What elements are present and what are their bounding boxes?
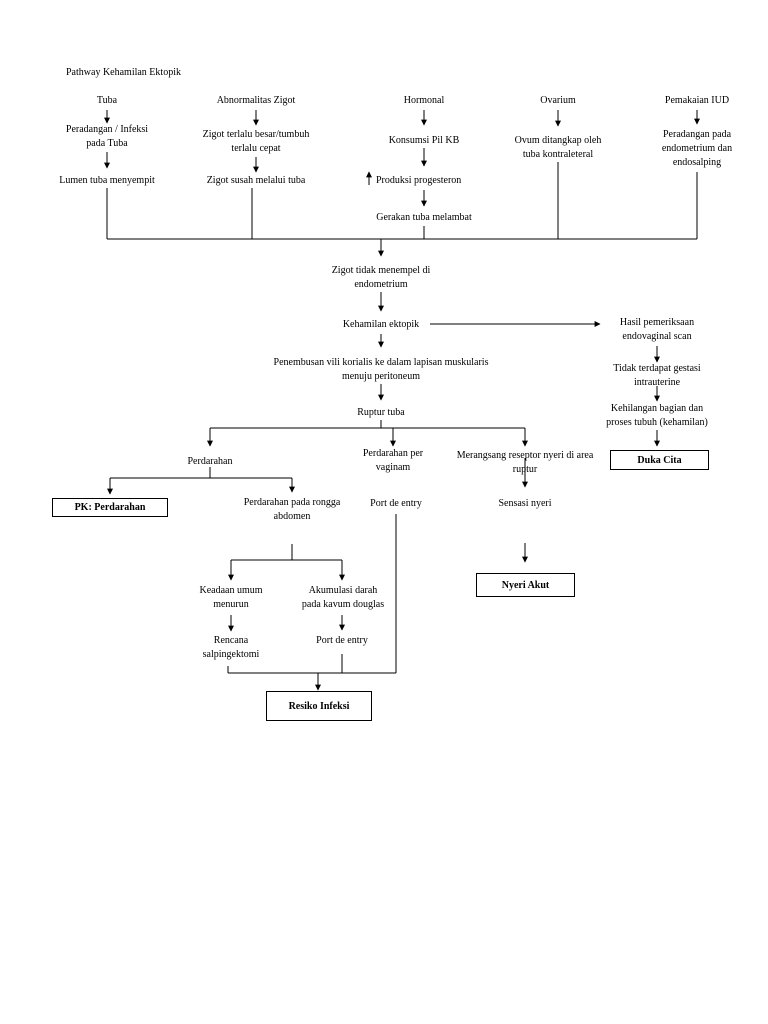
port-de-entry-abdomen: Port de entry [316, 635, 368, 646]
port-de-entry-vaginam: Port de entry [370, 498, 422, 509]
zigot-susah: Zigot susah melalui tuba [206, 175, 306, 186]
page-title: Pathway Kehamilan Ektopik [66, 67, 181, 78]
konsumsi-pil-kb: Konsumsi Pil KB [388, 135, 460, 146]
sensasi-nyeri: Sensasi nyeri [498, 498, 552, 509]
keadaan-umum: Keadaan umum menurun [199, 585, 263, 610]
perdarahan: Perdarahan [187, 456, 233, 467]
hasil-pemeriksaan: Hasil pemeriksaan endovaginal scan [619, 317, 695, 342]
akumulasi-darah: Akumulasi darah pada kavum douglas [301, 585, 385, 610]
diagnosis-pk-perdarahan: PK: Perdarahan [52, 498, 168, 517]
peradangan-tuba: Peradangan / Infeksi pada Tuba [65, 124, 149, 149]
resiko-infeksi-label: Resiko Infeksi [288, 700, 350, 712]
diagnosis-duka-cita: Duka Cita [610, 450, 709, 470]
diagnosis-resiko-infeksi: Resiko Infeksi [266, 691, 372, 721]
ruptur-tuba: Ruptur tuba [357, 407, 405, 418]
peradangan-endometrium: Peradangan pada endometrium dan endosalp… [661, 129, 733, 168]
nyeri-akut-label: Nyeri Akut [501, 579, 550, 591]
duka-cita-label: Duka Cita [637, 454, 682, 466]
zigot-terlalu-besar: Zigot terlalu besar/tumbuh terlalu cepat [202, 129, 310, 154]
cause-hormonal: Hormonal [403, 95, 445, 106]
tidak-terdapat-gestasi: Tidak terdapat gestasi intrauterine [613, 363, 701, 388]
diagnosis-nyeri-akut: Nyeri Akut [476, 573, 575, 597]
zigot-tidak-menempel: Zigot tidak menempel di endometrium [331, 265, 431, 290]
gerakan-tuba: Gerakan tuba melambat [376, 212, 472, 223]
merangsang-reseptor: Merangsang reseptor nyeri di area ruptur [456, 450, 594, 475]
lumen-tuba: Lumen tuba menyempit [59, 175, 155, 186]
kehamilan-ektopik: Kehamilan ektopik [342, 319, 420, 330]
produksi-progesteron: Produksi progesteron [376, 175, 462, 186]
perdarahan-per-vaginam: Perdarahan per vaginam [362, 448, 424, 473]
perdarahan-rongga-abdomen: Perdarahan pada rongga abdomen [243, 497, 341, 522]
penembusan-vili: Penembusan vili korialis ke dalam lapisa… [273, 357, 489, 382]
cause-tuba: Tuba [96, 95, 118, 106]
ovum-ditangkap: Ovum ditangkap oleh tuba kontraleteral [514, 135, 602, 160]
pk-perdarahan-label: PK: Perdarahan [74, 502, 146, 513]
cause-ovarium: Ovarium [540, 95, 576, 106]
cause-iud: Pemakaian IUD [664, 95, 730, 106]
cause-abnormalitas-zigot: Abnormalitas Zigot [216, 95, 296, 106]
kehilangan-bagian: Kehilangan bagian dan proses tubuh (keha… [606, 403, 708, 428]
rencana-salpingektomi: Rencana salpingektomi [202, 635, 260, 660]
